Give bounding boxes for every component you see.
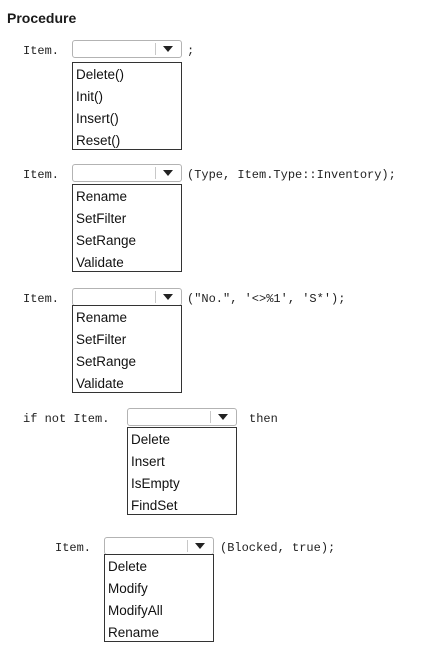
code-suffix: ("No.", '<>%1', 'S*'); bbox=[187, 292, 346, 306]
options-list-1: Delete() Init() Insert() Reset() bbox=[72, 62, 182, 150]
code-prefix: if not Item. bbox=[23, 412, 110, 426]
option-rename[interactable]: Rename bbox=[76, 189, 128, 204]
option-setrange[interactable]: SetRange bbox=[76, 354, 137, 369]
code-suffix: (Blocked, true); bbox=[220, 541, 336, 555]
chevron-down-icon bbox=[163, 294, 173, 300]
option-insert[interactable]: Insert() bbox=[76, 111, 119, 126]
procedure-title: Procedure bbox=[7, 10, 77, 26]
code-suffix: (Type, Item.Type::Inventory); bbox=[187, 168, 396, 182]
code-prefix: Item. bbox=[23, 292, 60, 306]
option-isempty[interactable]: IsEmpty bbox=[131, 476, 180, 491]
option-delete[interactable]: Delete() bbox=[76, 67, 125, 82]
method-dropdown-4[interactable] bbox=[127, 408, 237, 426]
code-prefix: Item. bbox=[23, 168, 60, 182]
chevron-down-icon bbox=[163, 170, 173, 176]
option-delete[interactable]: Delete bbox=[108, 559, 148, 574]
option-validate[interactable]: Validate bbox=[76, 376, 124, 391]
option-setfilter[interactable]: SetFilter bbox=[76, 332, 127, 347]
option-init[interactable]: Init() bbox=[76, 89, 103, 104]
method-dropdown-2[interactable] bbox=[72, 164, 182, 182]
option-setrange[interactable]: SetRange bbox=[76, 233, 137, 248]
options-list-2: Rename SetFilter SetRange Validate bbox=[72, 184, 182, 272]
option-setfilter[interactable]: SetFilter bbox=[76, 211, 127, 226]
code-suffix: ; bbox=[187, 44, 195, 58]
option-validate[interactable]: Validate bbox=[76, 255, 124, 270]
option-modifyall[interactable]: ModifyAll bbox=[108, 603, 163, 618]
option-insert[interactable]: Insert bbox=[131, 454, 165, 469]
code-suffix: then bbox=[249, 412, 278, 426]
code-prefix: Item. bbox=[23, 44, 60, 58]
method-dropdown-1[interactable] bbox=[72, 40, 182, 58]
options-list-5: Delete Modify ModifyAll Rename bbox=[104, 554, 214, 642]
method-dropdown-5[interactable] bbox=[104, 537, 214, 555]
option-findset[interactable]: FindSet bbox=[131, 498, 178, 513]
code-prefix: Item. bbox=[55, 541, 92, 555]
option-delete[interactable]: Delete bbox=[131, 432, 171, 447]
option-rename[interactable]: Rename bbox=[76, 310, 128, 325]
option-reset[interactable]: Reset() bbox=[76, 133, 121, 148]
chevron-down-icon bbox=[163, 46, 173, 52]
option-modify[interactable]: Modify bbox=[108, 581, 148, 596]
options-list-4: Delete Insert IsEmpty FindSet bbox=[127, 427, 237, 515]
chevron-down-icon bbox=[195, 543, 205, 549]
option-rename[interactable]: Rename bbox=[108, 625, 160, 640]
method-dropdown-3[interactable] bbox=[72, 288, 182, 306]
chevron-down-icon bbox=[218, 414, 228, 420]
options-list-3: Rename SetFilter SetRange Validate bbox=[72, 305, 182, 393]
